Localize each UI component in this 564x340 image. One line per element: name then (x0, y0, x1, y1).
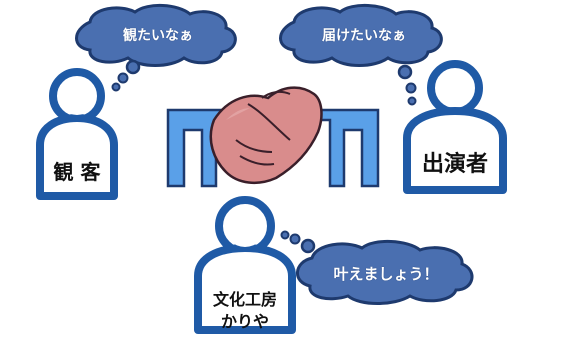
thought-bubble-dot (280, 230, 290, 240)
kariya-thought-text: 叶えましょう！ (333, 265, 439, 283)
kariya-figure (194, 196, 296, 334)
audience-thought-cloud (75, 4, 237, 92)
right-bridge-pillar (308, 108, 380, 188)
thought-bubble-dot (405, 82, 417, 94)
thought-bubble-dot (111, 82, 121, 92)
performer-label: 出演者 (421, 152, 488, 177)
performer-thought-text: 届けたいなぁ (322, 28, 406, 44)
audience-label: 観 客 (53, 160, 101, 184)
thought-bubble-dot (397, 64, 413, 80)
handshake-icon (209, 86, 323, 185)
kariya-thought-cloud (280, 230, 474, 305)
kariya-label-line2: かりや (220, 312, 269, 331)
thought-bubble-dot (117, 72, 129, 84)
audience-thought-text: 観たいなぁ (123, 28, 193, 44)
thought-bubble-dot (407, 96, 417, 106)
performer-figure (403, 60, 507, 194)
thought-bubble-dot (300, 238, 316, 254)
kariya-label-line1: 文化工房 (212, 290, 277, 309)
performer-thought-cloud (279, 4, 443, 106)
thought-bubble-dot (289, 233, 301, 245)
thought-bubble-dot (125, 59, 141, 75)
audience-figure (36, 68, 118, 200)
